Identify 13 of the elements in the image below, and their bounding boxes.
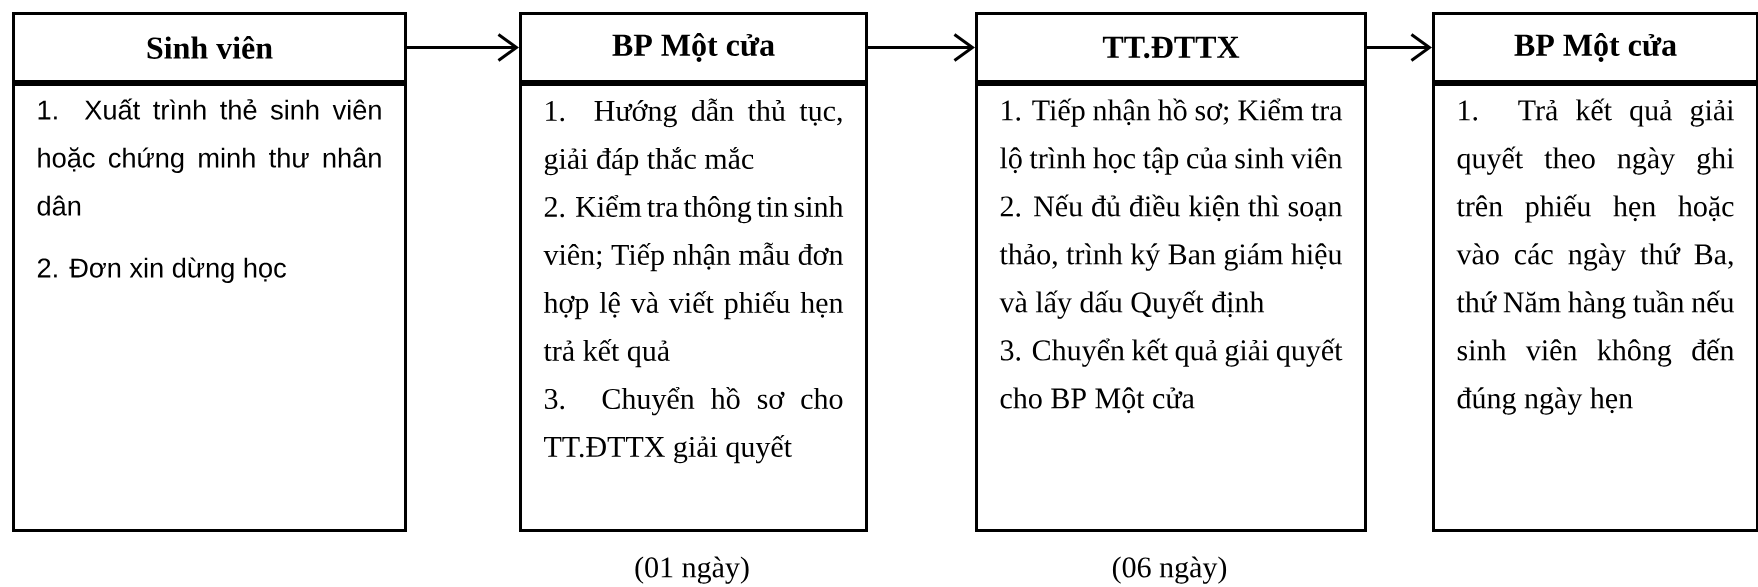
header-box: Sinh viên	[12, 12, 407, 83]
header-box: TT.ĐTTX	[975, 12, 1367, 83]
content-box: 1. Trả kết quả giải quyết theo ngày ghi trên phiếu hẹn hoặc vào các ngày thứ Ba, thứ Năm hàng tuần nếu sinh viên không đến đúng ngày hẹn	[1432, 83, 1758, 532]
header-box: BP Một cửa	[519, 12, 868, 83]
arrow	[407, 33, 519, 62]
content-box: 1. Hướng dẫn thủ tục, giải đáp thắc mắc 2. Kiểm tra thông tin sinh viên; Tiếp nhận mẫu đơn hợp lệ và viết phiếu hẹn trả kết quả 3. Chuyển hồ sơ cho TT.ĐTTX giải quyết	[519, 83, 868, 532]
arrow	[868, 33, 975, 62]
header-box: BP Một cửa	[1432, 12, 1758, 83]
duration-label: (06 ngày)	[1112, 556, 1227, 584]
duration-label: (01 ngày)	[635, 556, 749, 584]
content-box: 1. Xuất trình thẻ sinh viên hoặc chứng minh thư nhân dân 2. Đơn xin dừng học	[12, 83, 407, 532]
arrow	[1367, 33, 1432, 62]
content-box: 1. Tiếp nhận hồ sơ; Kiểm tra lộ trình học tập của sinh viên 2. Nếu đủ điều kiện thì soạn thảo, trình ký Ban giám hiệu và lấy dấu Quyết định 3. Chuyển kết quả giải quyết cho BP Một cửa	[975, 83, 1367, 532]
